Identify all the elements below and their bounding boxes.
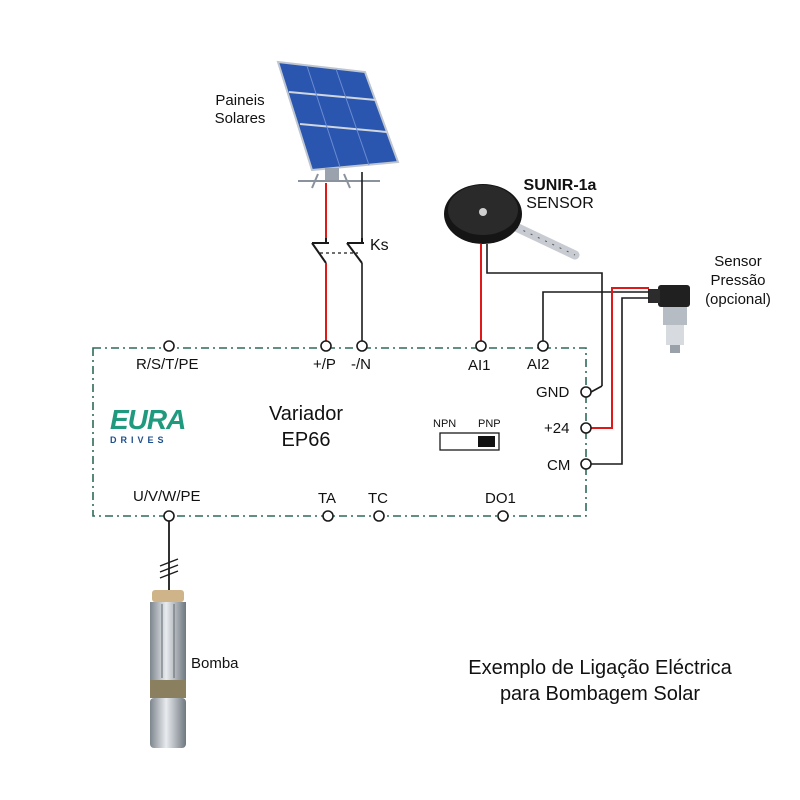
pump-label: Bomba [191,655,239,672]
terminal-gnd [580,386,592,398]
terminal-rst [163,340,175,352]
rst-label: R/S/T/PE [136,356,199,373]
sunir-sensor-sub: SENSOR [526,195,594,212]
minus-n-label: -/N [351,356,371,373]
caption-line2: para Bombagem Solar [499,683,701,705]
cm-label: CM [547,457,571,474]
pressure-sensor-line1: Sensor [714,253,762,270]
ta-label: TA [318,490,337,507]
terminal-cm [580,458,592,470]
terminal-do1 [497,510,509,522]
red-wire-plus24 [590,287,649,429]
gnd-label: GND [536,384,570,401]
black-wire-cm [590,297,649,465]
solar-panels-label-line1: Paineis [215,92,265,109]
three-phase-marks [159,558,179,579]
sunir-sensor-label: SUNIR-1a SENSOR [512,177,608,213]
do1-label: DO1 [485,490,516,507]
pressure-sensor-label: Sensor Pressão (opcional) [690,252,786,309]
terminal-minus-n [356,340,368,352]
terminal-plus-p [320,340,332,352]
black-wire-sensor-gnd [486,244,603,386]
pump-icon [150,590,186,748]
drive-title-line2: EP66 [281,429,331,451]
terminal-ai2 [537,340,549,352]
sunir-sensor-icon [444,184,580,260]
drive-title: Variador EP66 [246,401,366,453]
solar-panel-icon [276,60,400,189]
ai2-label: AI2 [527,356,550,373]
npn-label: NPN [433,418,457,430]
ai1-label: AI1 [468,357,491,374]
pressure-sensor-icon [648,285,690,353]
terminal-ai1 [475,340,487,352]
caption-line1: Exemplo de Ligação Eléctrica [468,657,732,679]
sunir-sensor-name: SUNIR-1a [523,177,597,194]
plus24-label: +24 [544,420,570,437]
black-wire-ai2 [542,291,649,342]
terminal-tc [373,510,385,522]
switch-ks-icon [311,238,364,264]
diagram-caption: Exemplo de Ligação Eléctrica para Bombag… [440,655,760,707]
plus-p-label: +/P [313,356,336,373]
tc-label: TC [368,490,388,507]
solar-panels-label: Paineis Solares [200,92,280,128]
terminal-ta [322,510,334,522]
drive-title-line1: Variador [268,403,344,425]
npn-pnp-dip-switch [439,432,500,451]
uvw-label: U/V/W/PE [133,488,201,505]
pnp-label: PNP [478,418,501,430]
eura-drives-logo: EURA DRIVES [110,404,202,446]
brand-main: EURA [110,404,186,435]
pressure-sensor-line3: (opcional) [705,291,771,308]
brand-sub: DRIVES [110,435,168,445]
switch-ks-label: Ks [370,237,389,254]
solar-panels-label-line2: Solares [214,110,266,127]
terminal-uvw [163,510,175,522]
pressure-sensor-line2: Pressão [710,272,766,289]
terminal-plus24 [580,422,592,434]
